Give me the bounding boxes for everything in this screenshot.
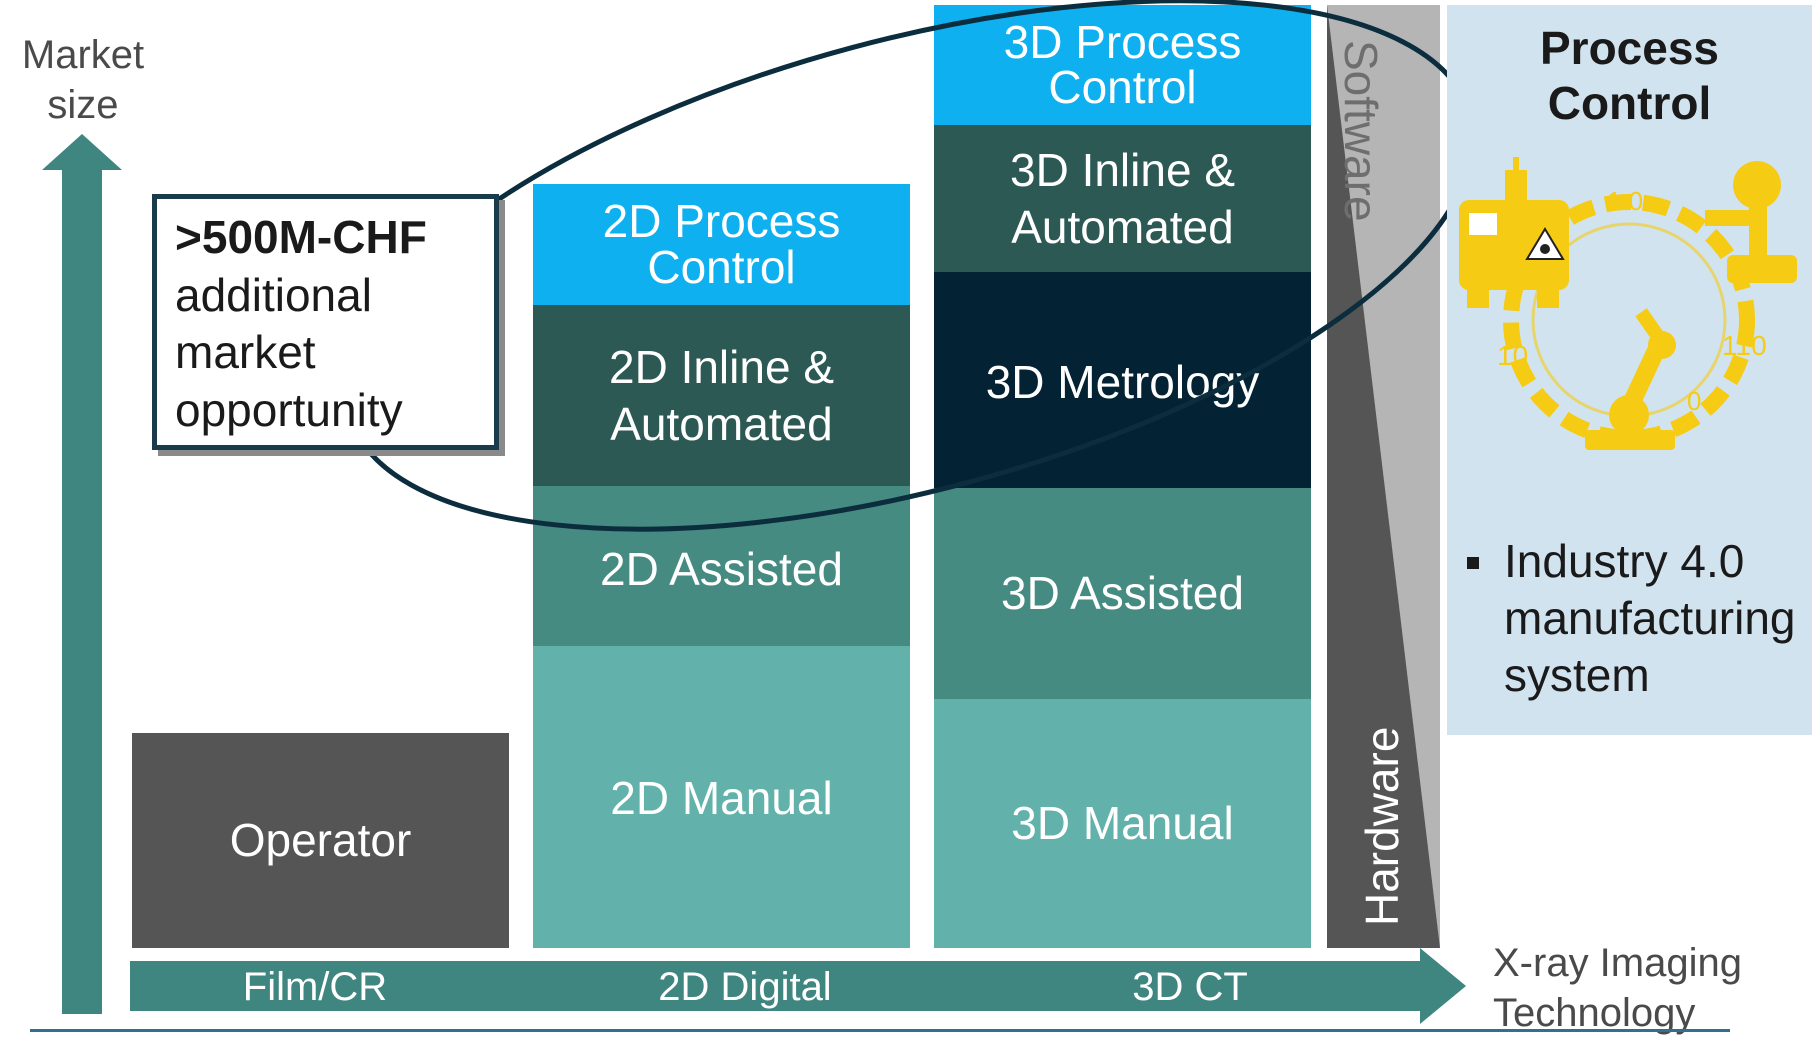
software-label: Software: [1335, 40, 1387, 222]
callout-line: market: [175, 326, 316, 378]
svg-text:10: 10: [1497, 340, 1528, 371]
segment-3d-inline-automated: 3D Inline & Automated: [934, 125, 1311, 272]
industry-4-0-icon: 1 0 10 110 0: [1459, 157, 1797, 450]
hardware-label: Hardware: [1356, 726, 1408, 926]
process-control-panel: Process Control 1 0 10 110 0 I: [1447, 5, 1812, 735]
market-opportunity-callout: >500M-CHF additional market opportunity: [152, 194, 499, 450]
bottom-rule: [30, 1029, 1730, 1032]
svg-text:1 0: 1 0: [1607, 186, 1643, 216]
svg-text:0: 0: [1687, 386, 1701, 416]
tech-label-2d-digital: 2D Digital: [658, 965, 832, 1009]
technology-axis-arrow: [130, 948, 1466, 1024]
tech-label-3d-ct: 3D CT: [1132, 965, 1248, 1009]
tech-label-film-cr: Film/CR: [242, 965, 388, 1009]
segment-3d-manual: 3D Manual: [934, 699, 1311, 948]
market-size-axis-arrow: [42, 134, 122, 1014]
segment-2d-process-control: 2D Process Control: [533, 184, 910, 305]
callout-line: additional: [175, 268, 372, 321]
segment-3d-metrology: 3D Metrology: [934, 272, 1311, 488]
segment-2d-assisted: 2D Assisted: [533, 486, 910, 646]
svg-text:110: 110: [1722, 330, 1767, 361]
segment-operator: Operator: [132, 733, 509, 948]
callout-amount: >500M-CHF: [175, 211, 427, 263]
y-axis-label: Market size: [21, 33, 145, 127]
bullet-square-icon: [1467, 557, 1479, 569]
segment-2d-manual: 2D Manual: [533, 646, 910, 948]
bullet-line: Industry 4.0: [1504, 535, 1745, 587]
segment-3d-process-control: 3D Process Control: [934, 5, 1311, 125]
segment-3d-assisted: 3D Assisted: [934, 488, 1311, 699]
bullet-line: system: [1504, 649, 1650, 702]
x-axis-label: X-ray Imaging Technology: [1493, 941, 1742, 1035]
callout-line: opportunity: [175, 383, 403, 436]
process-control-title: Process Control: [1539, 22, 1719, 130]
bullet-line: manufacturing: [1504, 592, 1796, 645]
segment-2d-inline-automated: 2D Inline & Automated: [533, 305, 910, 486]
